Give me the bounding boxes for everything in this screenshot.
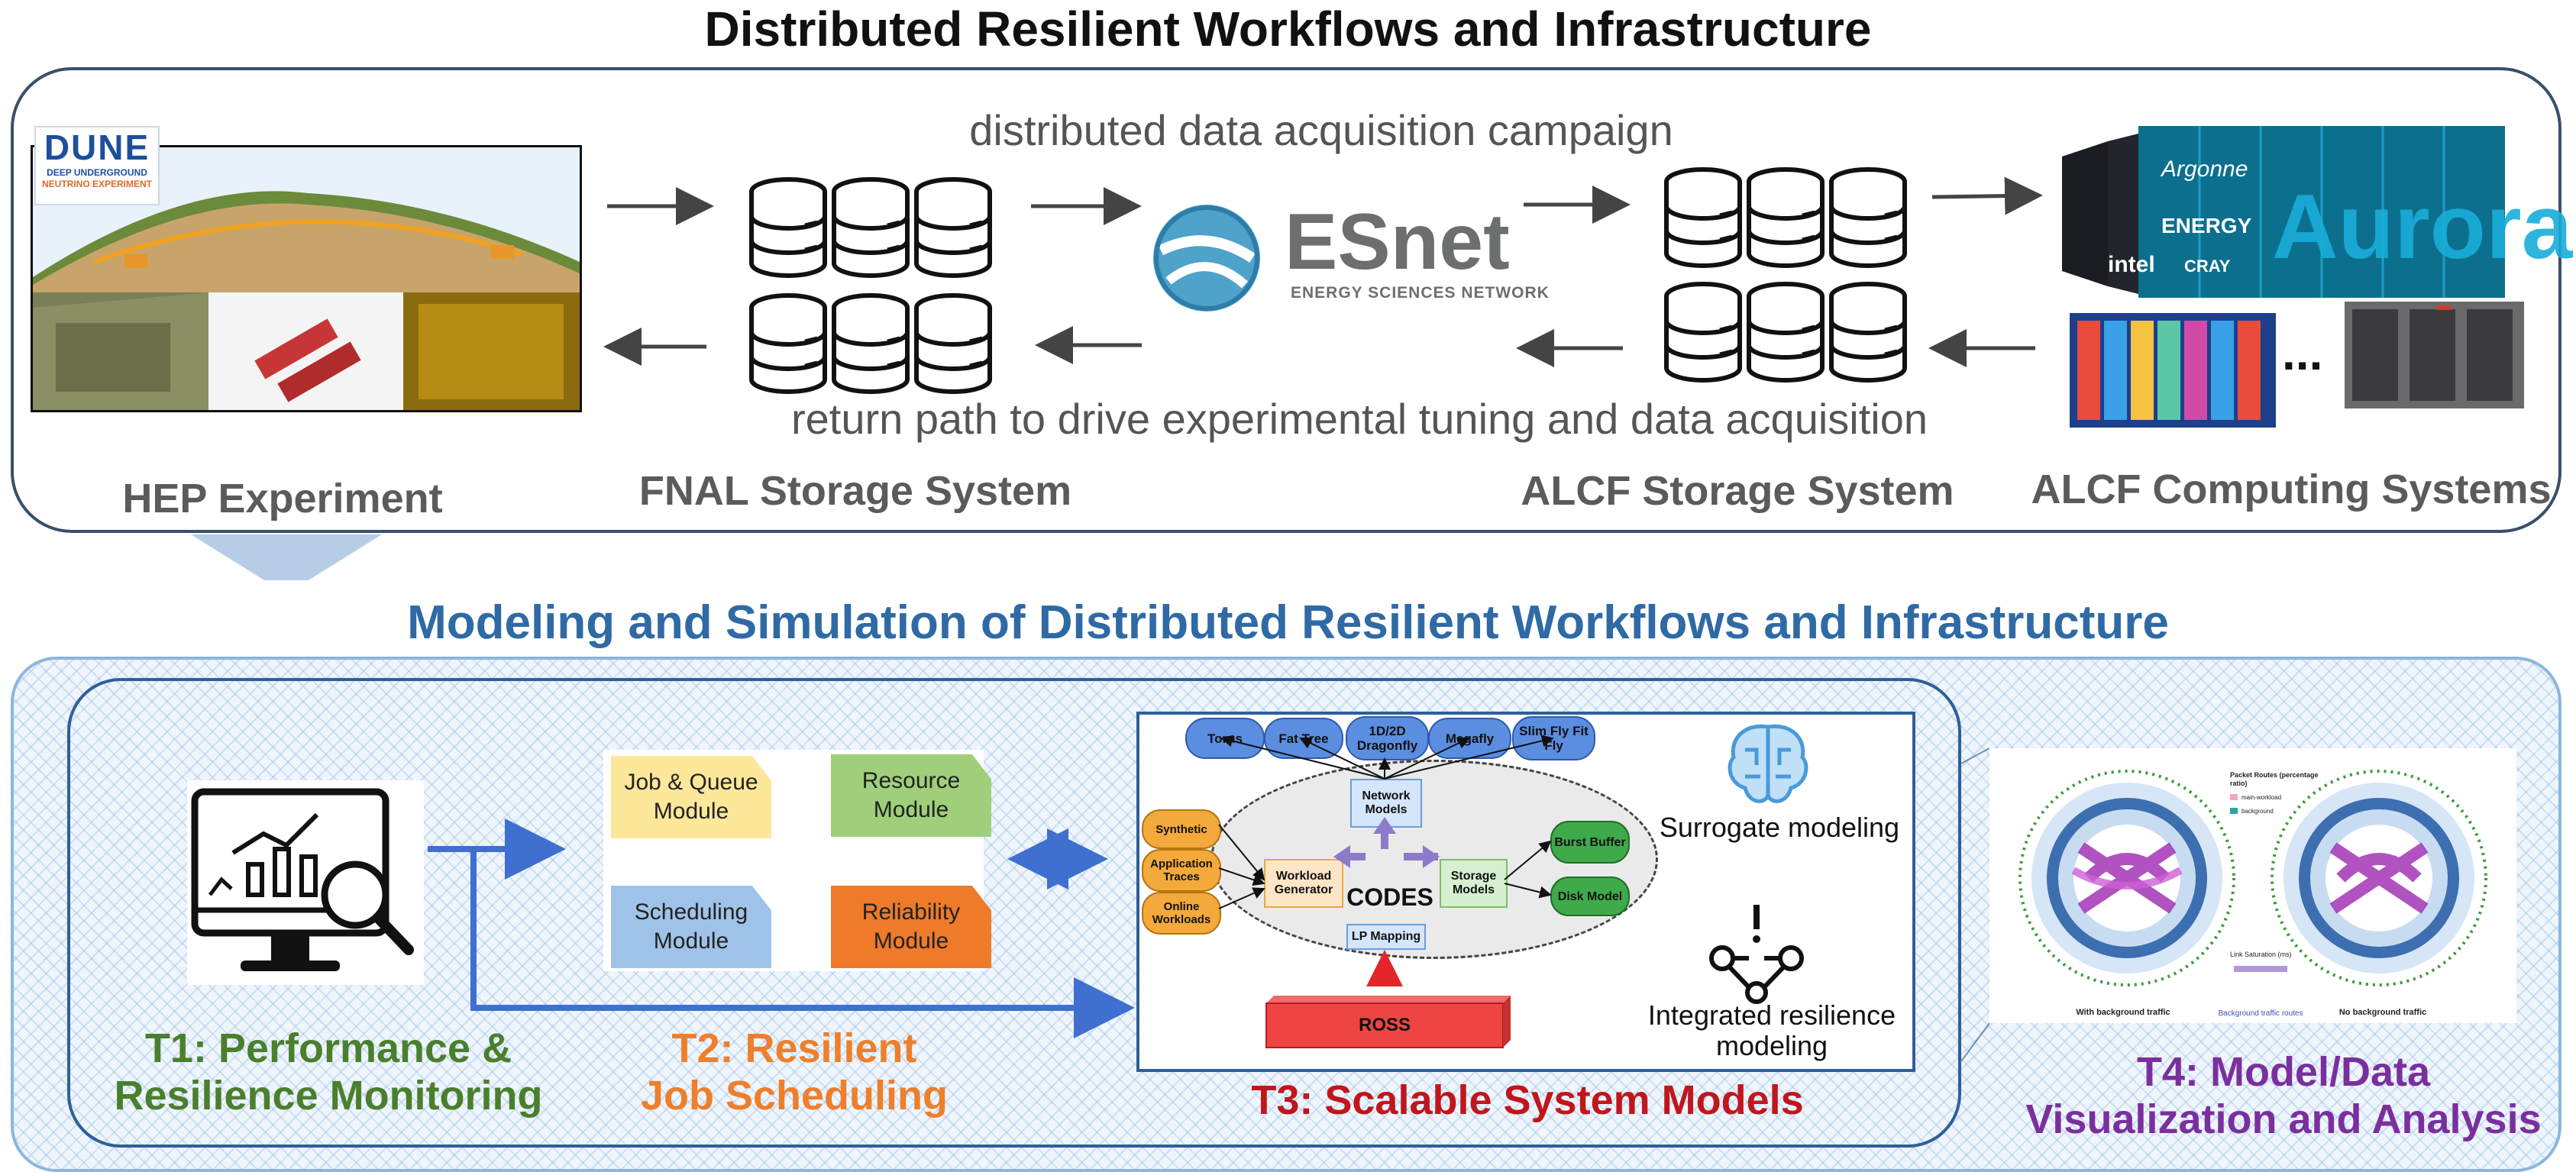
workload-online: Online Workloads — [1142, 892, 1221, 935]
network-models-box: Network Models — [1350, 779, 1422, 828]
task-t4-line2: Visualization and Analysis — [2025, 1096, 2542, 1142]
intel-text: intel — [2108, 252, 2155, 277]
task-t2-line2: Job Scheduling — [640, 1073, 949, 1119]
reliability-module: Reliability Module — [831, 886, 991, 968]
aurora-brand-text: Aurora — [2272, 176, 2573, 278]
dune-logo-line1: DEEP UNDERGROUND — [47, 167, 147, 178]
dune-logo-line2: NEUTRINO EXPERIMENT — [41, 179, 152, 189]
resilience-graph-icon — [1699, 897, 1814, 1004]
cray-text: CRAY — [2184, 257, 2231, 276]
aurora-supercomputer-image — [2062, 111, 2505, 298]
network-slim-fly: Slim Fly Fit Fly — [1512, 716, 1595, 760]
surrogate-modeling-label: Surrogate modeling — [1659, 812, 1900, 843]
dune-logo: DUNE DEEP UNDERGROUND NEUTRINO EXPERIMEN… — [34, 126, 160, 205]
viz-caption-mid: Background traffic routes — [2218, 1009, 2303, 1018]
task-t2-label: T2: Resilient Job Scheduling — [626, 1025, 962, 1119]
viz-legend-item-2: background — [2241, 808, 2274, 815]
flow-forward-label: distributed data acquisition campaign — [969, 106, 1673, 154]
viz-legend-title: Packet Routes (percentage ratio) — [2230, 771, 2319, 787]
task-t4-label: T4: Model/Data Visualization and Analysi… — [2016, 1048, 2551, 1143]
viz-caption-right: No background traffic — [2338, 1008, 2427, 1017]
task-t1-line1: T1: Performance & — [144, 1025, 512, 1071]
task-t1-label: T1: Performance & Resilience Monitoring — [99, 1025, 558, 1119]
resource-module: Resource Module — [831, 754, 991, 837]
codes-center-label: CODES — [1346, 883, 1433, 911]
other-supercomputer-image — [2345, 302, 2524, 408]
workload-application-traces: Application Traces — [1142, 849, 1221, 892]
workload-synthetic: Synthetic — [1142, 809, 1221, 849]
codes-arrows — [1218, 735, 1554, 1048]
viz-caption-left: With background traffic — [2076, 1008, 2170, 1017]
esnet-logo-name: ESnet — [1285, 198, 1510, 286]
viz-link-label: Link Saturation (ms) — [2230, 951, 2292, 958]
lp-mapping-box: LP Mapping — [1346, 924, 1426, 950]
flow-return-label: return path to drive experimental tuning… — [790, 395, 1928, 443]
esnet-logo-tagline: ENERGY SCIENCES NETWORK — [1291, 284, 1550, 302]
stage-label-alcf-storage: ALCF Storage System — [1521, 468, 1954, 514]
integrated-resilience-line1: Integrated resilience — [1647, 999, 1896, 1031]
top-flow-graphics — [191, 0, 2043, 580]
stage-label-fnal-storage: FNAL Storage System — [638, 468, 1072, 514]
dune-logo-name: DUNE — [44, 128, 150, 167]
storage-models-box: Storage Models — [1440, 859, 1508, 908]
subtitle: Modeling and Simulation of Distributed R… — [407, 596, 2169, 649]
brain-icon — [1722, 719, 1814, 811]
stage-label-alcf-computing: ALCF Computing Systems — [2031, 467, 2552, 512]
network-dragonfly: 1D/2D Dragonfly — [1346, 716, 1429, 760]
task-t4-line1: T4: Model/Data — [2136, 1049, 2431, 1095]
task-t2-line1: T2: Resilient — [671, 1025, 917, 1071]
chord-visualization — [1989, 748, 2516, 1023]
polaris-supercomputer-image — [2070, 313, 2276, 428]
monitoring-icon — [187, 780, 424, 985]
main-title: Distributed Resilient Workflows and Infr… — [704, 2, 1872, 57]
chord-diagram-right — [2271, 770, 2487, 986]
energy-text: ENERGY — [2161, 214, 2252, 237]
integrated-resilience-line2: modeling — [1715, 1030, 1828, 1061]
esnet-globe-icon — [1153, 205, 1260, 312]
more-systems-ellipsis: ... — [2282, 325, 2323, 380]
task-t3-label: T3: Scalable System Models — [1251, 1077, 1804, 1123]
argonne-text: Argonne — [2161, 157, 2248, 182]
storage-disk-model: Disk Model — [1550, 877, 1630, 916]
scheduling-module: Scheduling Module — [611, 886, 771, 968]
ross-label: ROSS — [1358, 1015, 1411, 1035]
stage-label-hep-experiment: HEP Experiment — [122, 476, 443, 521]
task-t1-line2: Resilience Monitoring — [114, 1073, 543, 1119]
job-queue-module: Job & Queue Module — [611, 756, 771, 838]
integrated-resilience-label: Integrated resilience modeling — [1627, 1000, 1917, 1061]
inner-panel — [67, 678, 1961, 1148]
chord-diagram-left — [2018, 770, 2235, 986]
viz-legend-item-1: main-workload — [2241, 794, 2282, 801]
